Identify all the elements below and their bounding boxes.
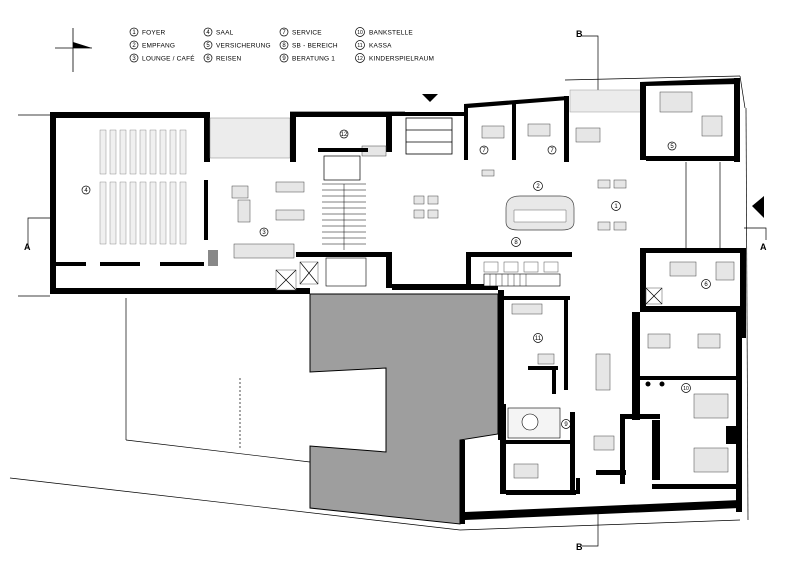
- legend-num-8: 8: [282, 43, 286, 49]
- legend-num-7: 7: [282, 30, 286, 36]
- entrance-marker-icon: [422, 94, 438, 102]
- room-foyer: 1 2 8: [392, 112, 627, 290]
- room-label-12: 12: [341, 132, 348, 138]
- north-arrow-icon: [55, 28, 92, 72]
- legend-label-5: VERSICHERUNG: [216, 43, 271, 50]
- legend-num-1: 1: [132, 30, 136, 36]
- section-a-left-label: A: [24, 242, 31, 252]
- room-saal: 4: [50, 112, 310, 294]
- room-kassa: 11: [498, 290, 611, 440]
- room-service: 7 7: [464, 89, 645, 162]
- legend-label-2: EMPFANG: [142, 43, 175, 50]
- legend-label-10: BANKSTELLE: [369, 30, 413, 37]
- legend: 1 FOYER 2 EMPFANG 3 LOUNGE / CAFÉ 4 SAAL…: [129, 27, 434, 63]
- legend-num-6: 6: [206, 56, 210, 62]
- legend-num-9: 9: [282, 56, 286, 62]
- legend-num-2: 2: [132, 43, 136, 49]
- section-line-b: B B: [576, 29, 599, 552]
- room-label-5: 5: [670, 144, 674, 150]
- legend-label-11: KASSA: [369, 43, 392, 50]
- entrance-marker-icon: [752, 196, 764, 218]
- legend-label-4: SAAL: [216, 30, 234, 37]
- room-beratung: 9: [460, 404, 615, 524]
- room-label-3: 3: [262, 230, 266, 236]
- legend-label-7: SERVICE: [292, 30, 322, 37]
- section-line-a: A A: [24, 217, 767, 252]
- room-kinderspielraum: 12: [290, 112, 392, 288]
- legend-label-12: KINDERSPIELRAUM: [369, 56, 434, 63]
- room-label-7b: 7: [550, 148, 554, 154]
- section-b-bottom-label: B: [576, 542, 583, 552]
- room-label-1: 1: [614, 204, 618, 210]
- room-versicherung: 5: [640, 78, 740, 162]
- section-b-top-label: B: [576, 29, 583, 39]
- courtyard: [309, 293, 499, 525]
- room-label-9: 9: [564, 422, 568, 428]
- room-lounge: 3: [208, 112, 305, 291]
- legend-num-11: 11: [357, 43, 362, 49]
- legend-num-5: 5: [206, 43, 210, 49]
- room-label-4: 4: [84, 188, 88, 194]
- legend-num-10: 10: [357, 30, 363, 36]
- room-label-2: 2: [536, 184, 540, 190]
- room-label-7a: 7: [482, 148, 486, 154]
- legend-label-6: REISEN: [216, 56, 242, 63]
- legend-label-8: SB - BEREICH: [292, 43, 338, 50]
- room-reisen: 6: [640, 248, 746, 338]
- legend-label-3: LOUNGE / CAFÉ: [142, 54, 195, 63]
- legend-label-9: BERATUNG 1: [292, 56, 335, 63]
- section-a-right-label: A: [760, 242, 767, 252]
- legend-num-3: 3: [132, 56, 136, 62]
- room-label-6: 6: [704, 282, 708, 288]
- legend-num-4: 4: [206, 30, 210, 36]
- room-bankstelle: 10: [620, 312, 742, 512]
- legend-label-1: FOYER: [142, 30, 165, 37]
- room-label-8: 8: [514, 240, 518, 246]
- room-label-11: 11: [535, 336, 542, 342]
- legend-num-12: 12: [357, 56, 363, 62]
- room-label-10: 10: [683, 386, 689, 392]
